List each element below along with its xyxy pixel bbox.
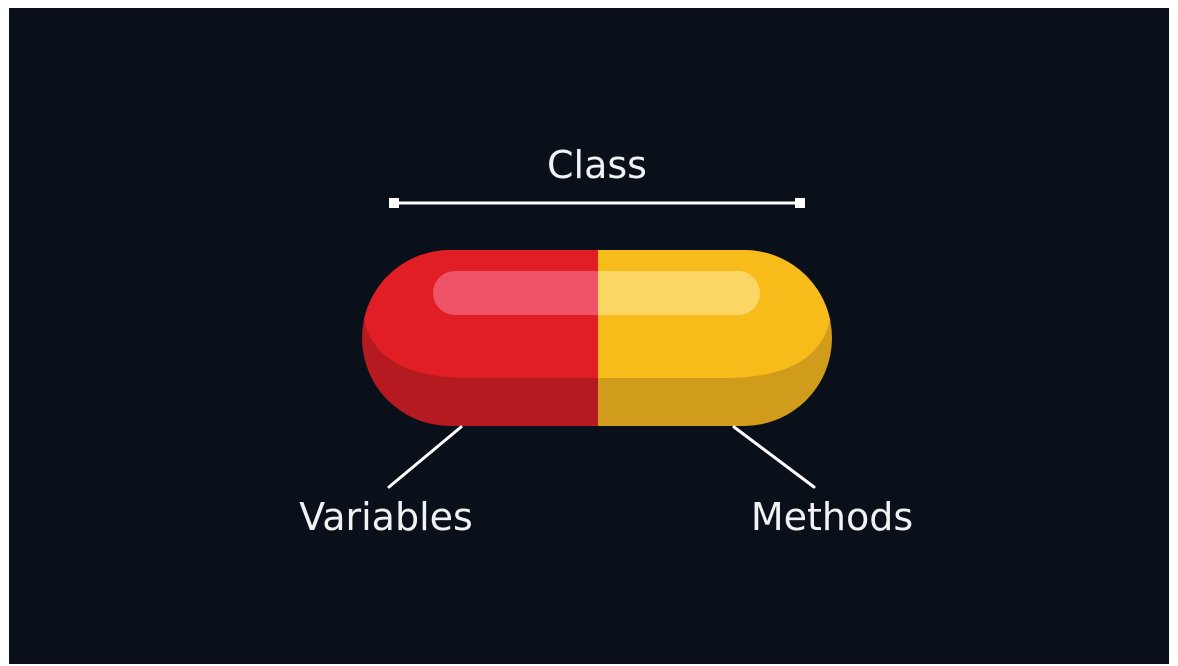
- class-span-bracket: [389, 198, 805, 208]
- class-span-right-cap: [795, 198, 805, 208]
- class-label: Class: [547, 143, 647, 187]
- pill-highlight: [433, 271, 760, 315]
- pill-highlight-yellow: [598, 271, 760, 315]
- variables-pointer-line: [387, 425, 463, 489]
- methods-label: Methods: [751, 495, 913, 539]
- variables-label: Variables: [299, 495, 473, 539]
- pill-highlight-red: [433, 271, 598, 315]
- capsule-pill: [362, 250, 832, 426]
- methods-pointer-line: [732, 425, 816, 489]
- class-span-left-cap: [389, 198, 399, 208]
